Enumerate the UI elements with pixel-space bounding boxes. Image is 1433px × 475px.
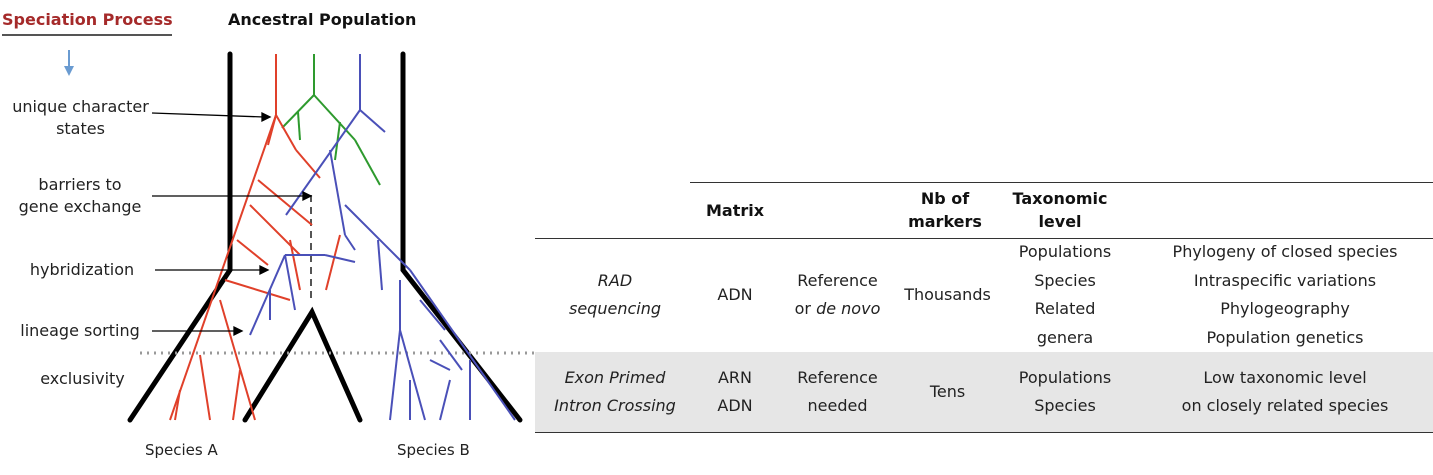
species-a-label: Species A — [145, 441, 218, 459]
label-lineage-sorting: lineage sorting — [20, 321, 140, 340]
table-row-shading — [535, 352, 1433, 432]
header-matrix: Matrix — [705, 200, 765, 220]
blue-lineage — [249, 54, 516, 421]
table-row-epic-matrix: ARN ADN — [717, 367, 753, 416]
table-row-rad-markers: Thousands — [904, 284, 991, 304]
table-row-rad-matrix: ADN — [717, 284, 753, 304]
red-lineage — [169, 54, 341, 421]
ancestral-population-title: Ancestral Population — [228, 10, 417, 29]
down-arrow-icon — [64, 50, 74, 76]
table-row-epic-method: Exon Primed Intron Crossing — [554, 367, 676, 416]
header-taxonomic-level: Taxonomic level — [1012, 189, 1108, 231]
label-arrows — [151, 111, 313, 337]
label-hybridization: hybridization — [29, 260, 135, 279]
table-row-rad-taxonomic: Populations Species Related genera — [1018, 242, 1112, 347]
species-b-label: Species B — [397, 441, 470, 459]
speciation-process-title: Speciation Process — [2, 10, 173, 29]
table-row-rad-method: RAD sequencing — [569, 270, 661, 319]
header-nb-markers: Nb of markers — [908, 189, 982, 231]
table-row-epic-markers: Tens — [929, 381, 966, 401]
table-row-rad-reference: Reference or de novo — [794, 270, 881, 319]
table-top-rule — [690, 182, 1433, 183]
table-row-epic-reference: Reference needed — [797, 367, 878, 416]
table-row-rad-applications: Phylogeny of closed species Intraspecifi… — [1172, 242, 1398, 347]
right-outer-boundary — [400, 51, 523, 423]
table-bottom-rule — [535, 432, 1433, 433]
label-unique-character: unique character states — [12, 97, 149, 138]
table-header-rule — [535, 238, 1433, 239]
table-row-epic-taxonomic: Populations Species — [1018, 367, 1112, 416]
green-lineage — [281, 54, 381, 186]
label-exclusivity: exclusivity — [40, 369, 125, 388]
table-row-epic-applications: Low taxonomic level on closely related s… — [1181, 367, 1389, 416]
label-barriers: barriers to gene exchange — [18, 175, 142, 216]
central-split-boundary — [242, 306, 363, 423]
